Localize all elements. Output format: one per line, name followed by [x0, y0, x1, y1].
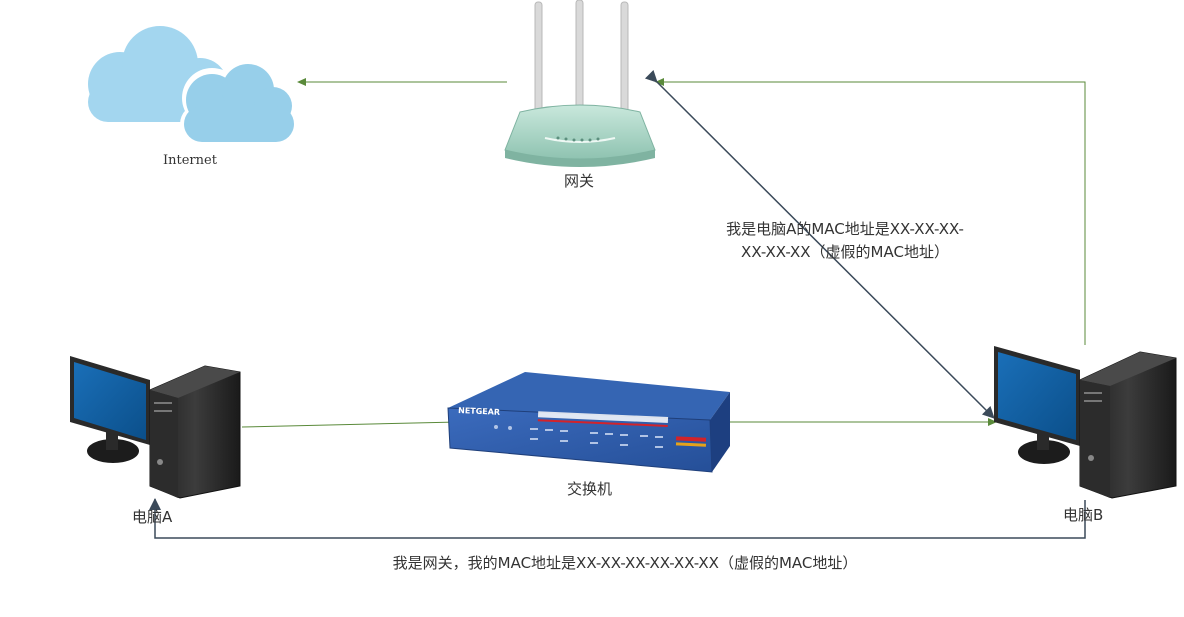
internet-label: Internet: [163, 153, 217, 168]
fake-mac-diagonal-arrow: [644, 69, 995, 419]
pca-to-switch-arrow: [241, 418, 459, 428]
desktop-computer-icon: [994, 346, 1177, 499]
fake-mac-note-line2: XX-XX-XX（虚假的MAC地址）: [741, 243, 949, 261]
pc-b-label: 电脑B: [1063, 506, 1104, 524]
pcb-to-router-arrow: [655, 78, 1086, 345]
fake-mac-note: 我是电脑A的MAC地址是XX-XX-XX- XX-XX-XX（虚假的MAC地址）: [700, 218, 990, 264]
gateway-label: 网关: [564, 172, 595, 190]
switch-label: 交换机: [567, 480, 613, 498]
pc-a-label: 电脑A: [132, 508, 173, 526]
router-icon: [504, 0, 656, 167]
gateway-reply-note: 我是网关，我的MAC地址是XX-XX-XX-XX-XX-XX（虚假的MAC地址）: [392, 554, 858, 572]
cloud-icon: [82, 20, 298, 146]
desktop-computer-icon: [70, 356, 241, 499]
fake-mac-note-line1: 我是电脑A的MAC地址是XX-XX-XX-: [726, 220, 964, 238]
switch-icon: NETGEAR: [447, 372, 730, 473]
gateway-reply-arrow: [149, 498, 1086, 539]
switch-brand: NETGEAR: [458, 406, 500, 417]
